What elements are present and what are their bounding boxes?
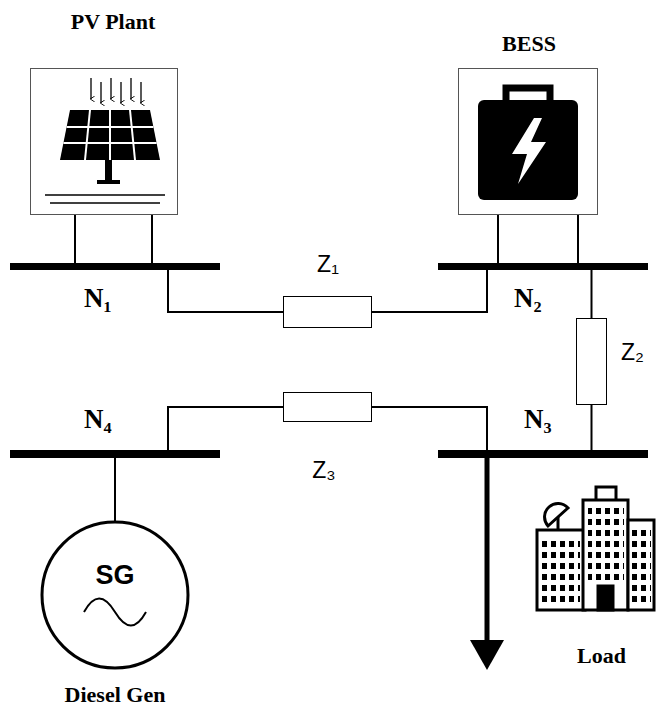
sine-wave-symbol bbox=[84, 599, 146, 626]
solar-panel-icon bbox=[63, 142, 156, 144]
bess-box: BESS bbox=[458, 68, 598, 215]
solar-panel-icon bbox=[45, 194, 165, 195]
generator-outline bbox=[42, 522, 188, 668]
load-block: Load bbox=[470, 480, 660, 668]
building-icon bbox=[542, 538, 580, 604]
battery-icon bbox=[506, 88, 550, 101]
plant-label: BESS bbox=[502, 31, 556, 56]
feeder-line bbox=[591, 405, 593, 450]
building-icon bbox=[545, 504, 568, 526]
generator-outline bbox=[40, 520, 190, 670]
plant-label: PV Plant bbox=[71, 9, 156, 34]
battery-icon bbox=[478, 88, 578, 200]
impedance-label: Z₂ bbox=[621, 339, 644, 365]
feeder-line bbox=[372, 407, 487, 450]
feeder-line bbox=[74, 215, 76, 263]
solar-panel-icon bbox=[50, 202, 160, 203]
solar-panel-icon bbox=[109, 110, 111, 160]
solar-panel-icon bbox=[110, 78, 111, 99]
sine-wave-symbol bbox=[84, 599, 146, 626]
building-icon bbox=[583, 500, 628, 610]
generator-label: SG bbox=[95, 560, 134, 591]
building-icon bbox=[537, 530, 585, 610]
solar-panel-icon bbox=[100, 82, 101, 103]
load-label: Load bbox=[577, 643, 626, 668]
bus-bar: N₄ bbox=[10, 450, 220, 458]
solar-panel-icon bbox=[130, 110, 135, 160]
feeder-line bbox=[168, 270, 283, 312]
bus-bar: N₃ bbox=[438, 450, 648, 458]
feeder-line bbox=[168, 407, 283, 450]
bus-bar: N₂ bbox=[438, 263, 648, 270]
bus-label: N₃ bbox=[524, 404, 552, 435]
building-icon bbox=[537, 487, 654, 610]
solar-panel-icon bbox=[45, 78, 165, 203]
solar-panel-icon bbox=[60, 110, 160, 160]
bus-label: N₁ bbox=[84, 283, 112, 314]
building-icon bbox=[598, 586, 613, 610]
impedance-label: Z₁ bbox=[317, 251, 339, 277]
building-icon bbox=[628, 520, 654, 610]
building-icon bbox=[588, 506, 624, 582]
bus-bar: N₁ bbox=[10, 263, 220, 270]
solar-panel-icon bbox=[120, 82, 121, 103]
impedance-label: Z₃ bbox=[312, 457, 335, 483]
solar-panel-icon bbox=[140, 82, 141, 103]
pv-plant-box: PV Plant bbox=[30, 68, 178, 215]
impedance-box: Z₃ bbox=[283, 392, 372, 422]
building-icon bbox=[557, 517, 560, 529]
impedance-box: Z₁ bbox=[283, 296, 372, 328]
bus-label: N₂ bbox=[514, 283, 542, 314]
feeder-line bbox=[591, 270, 593, 318]
feeder-line bbox=[577, 215, 579, 263]
solar-panel-icon bbox=[130, 78, 131, 99]
power-flow-arrow bbox=[485, 458, 490, 640]
solar-panel-icon bbox=[67, 126, 154, 128]
building-icon bbox=[632, 526, 651, 606]
feeder-line bbox=[497, 215, 499, 263]
battery-icon bbox=[512, 118, 546, 184]
solar-panel-icon bbox=[90, 78, 91, 99]
solar-panel-icon bbox=[85, 110, 90, 160]
bus-label: N₄ bbox=[84, 404, 112, 435]
feeder-line bbox=[151, 215, 153, 263]
solar-panel-icon bbox=[105, 160, 112, 181]
solar-panel-icon bbox=[97, 180, 120, 184]
generator-label: Diesel Gen bbox=[65, 682, 166, 707]
impedance-box: Z₂ bbox=[576, 318, 607, 405]
generator-circle: SGDiesel Gen bbox=[40, 520, 190, 670]
feeder-line bbox=[114, 458, 116, 521]
battery-icon bbox=[478, 100, 578, 200]
feeder-line bbox=[372, 270, 487, 312]
